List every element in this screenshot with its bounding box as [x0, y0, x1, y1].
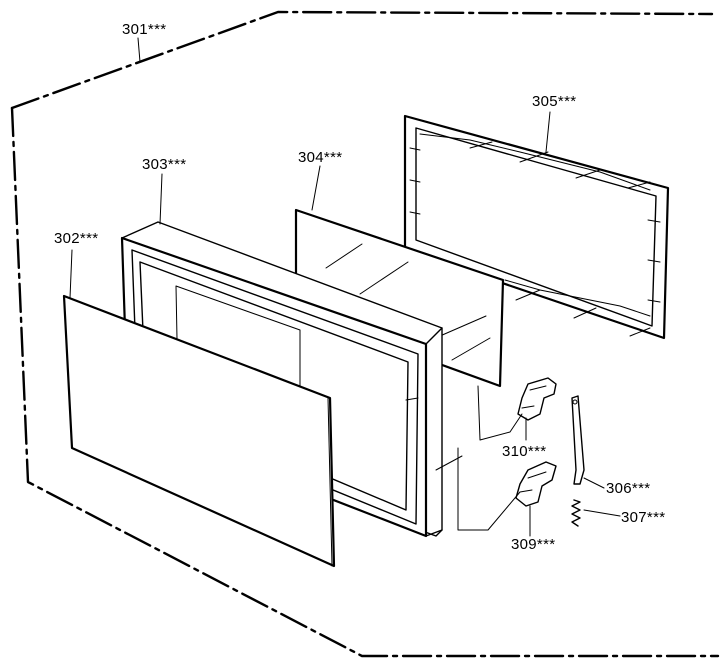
- part-305-door-frame: [403, 114, 670, 340]
- label-304: 304***: [298, 149, 342, 166]
- part-306-latch-lever: [571, 395, 585, 485]
- assembly-lines: [69, 37, 621, 537]
- label-301: 301***: [122, 21, 166, 38]
- part-309-latch-hook: [515, 461, 557, 507]
- label-305: 305***: [532, 93, 576, 110]
- part-302-outer-glass: [62, 294, 336, 568]
- label-306: 306***: [606, 480, 650, 497]
- label-310: 310***: [502, 443, 546, 460]
- assembly-boundary-301: [10, 10, 720, 658]
- part-310-latch-hook: [517, 377, 557, 421]
- label-303: 303***: [142, 156, 186, 173]
- label-307: 307***: [621, 509, 665, 526]
- part-307-spring: [571, 499, 581, 527]
- label-309: 309***: [511, 536, 555, 553]
- label-302: 302***: [54, 230, 98, 247]
- part-304-glass-panel: [294, 208, 505, 388]
